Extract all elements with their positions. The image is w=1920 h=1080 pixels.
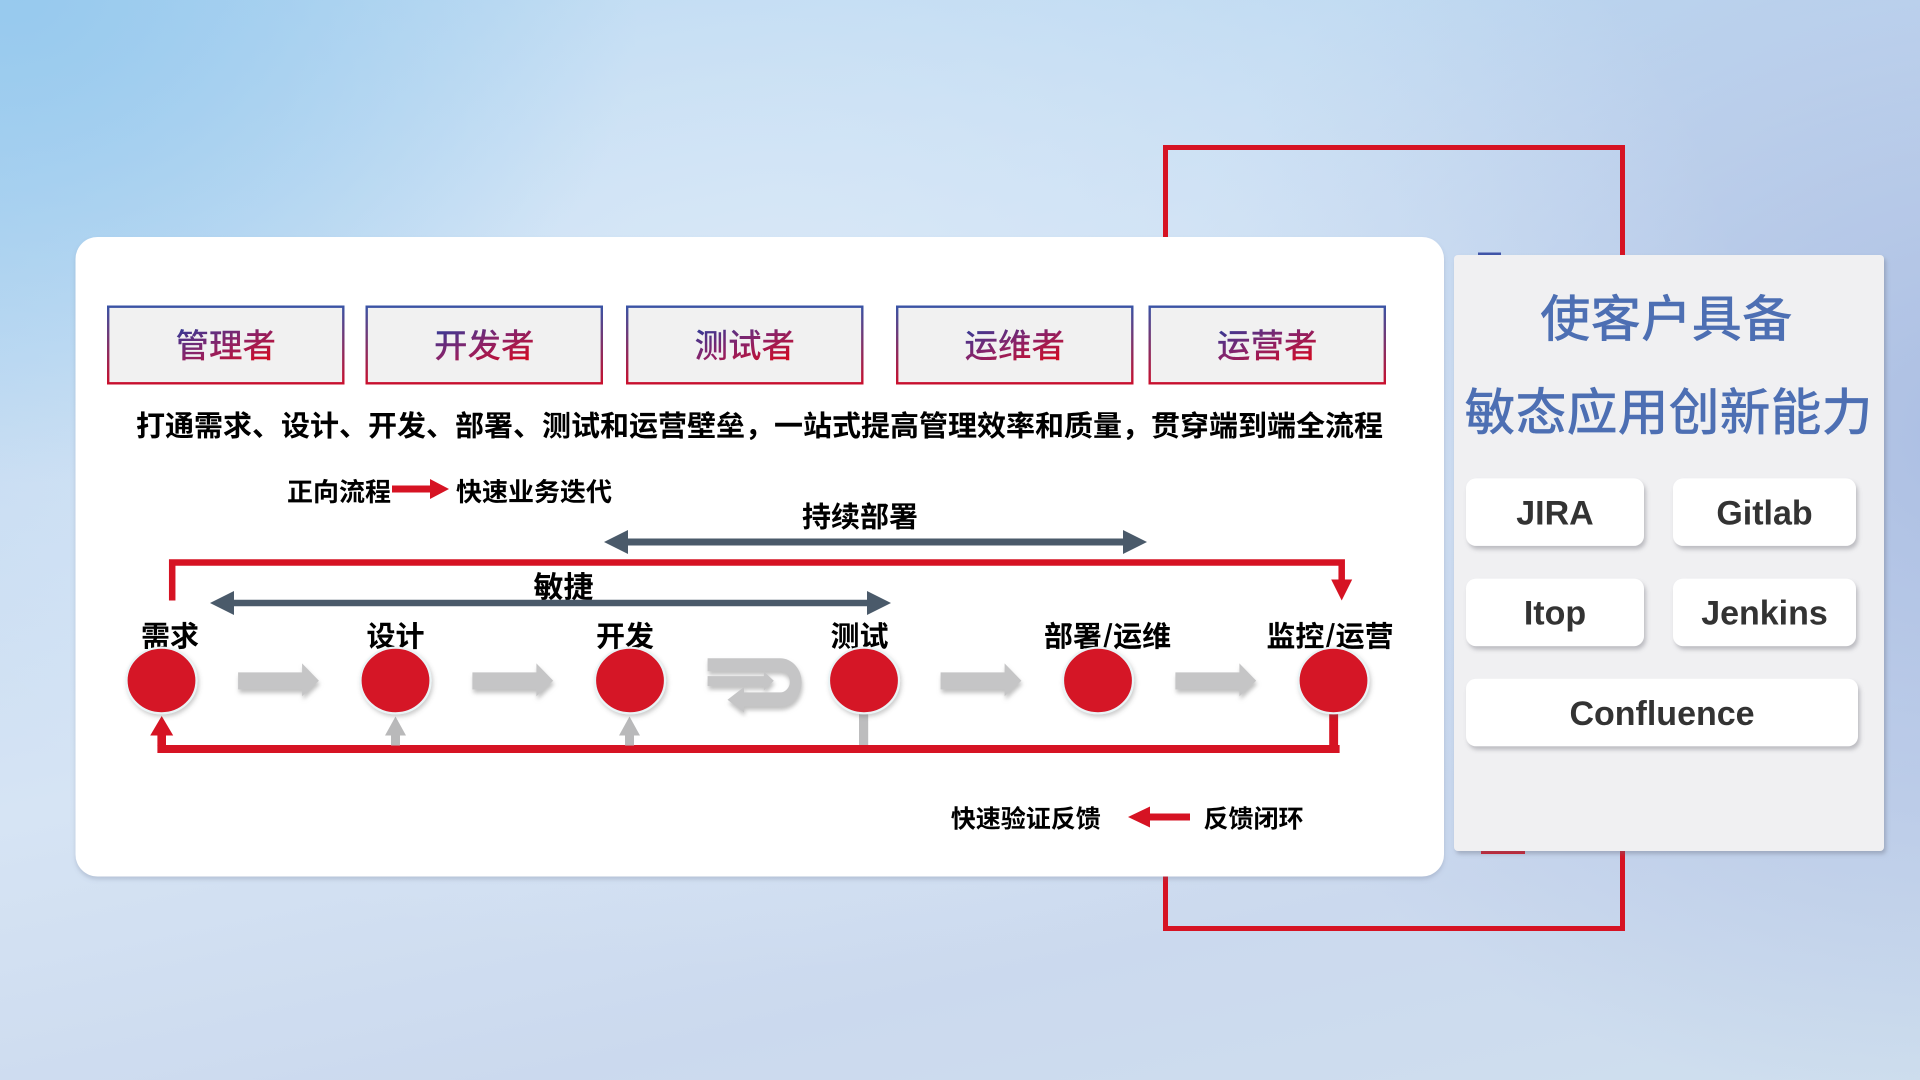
svg-text:Gitlab: Gitlab [1716, 494, 1812, 532]
svg-text:JIRA: JIRA [1516, 494, 1593, 532]
svg-text:Confluence: Confluence [1569, 695, 1754, 733]
svg-text:Itop: Itop [1524, 595, 1586, 633]
svg-text:Jenkins: Jenkins [1701, 595, 1828, 633]
